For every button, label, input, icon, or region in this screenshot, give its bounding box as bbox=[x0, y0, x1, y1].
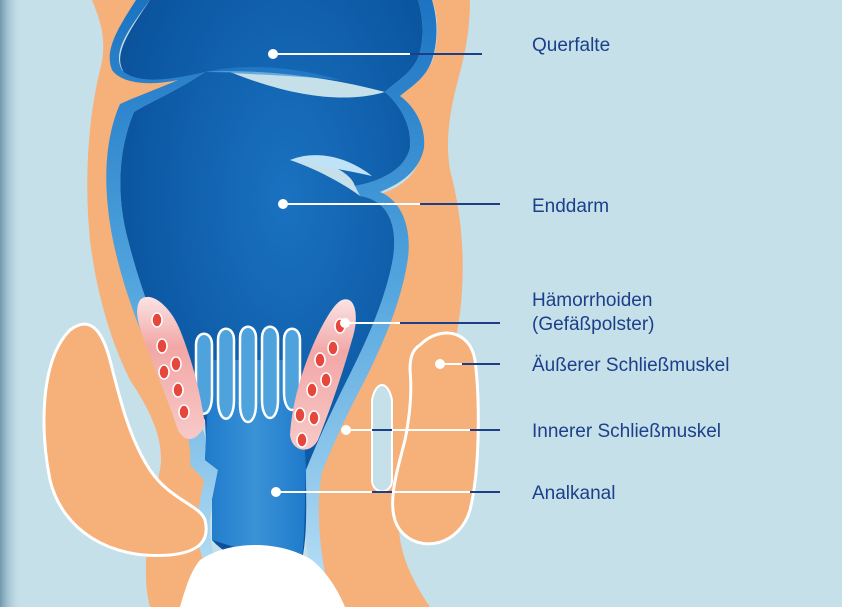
left-edge-shade bbox=[0, 0, 22, 607]
label-aeusserer-schliessmuskel: Äußerer Schließmuskel bbox=[532, 355, 729, 377]
label-haemorrhoiden: Hämorrhoiden bbox=[532, 290, 652, 312]
label-analkanal: Analkanal bbox=[532, 483, 615, 505]
label-gefaesspolster: (Gefäßpolster) bbox=[532, 314, 654, 336]
external-sphincter-right-slot bbox=[372, 385, 392, 491]
label-enddarm: Enddarm bbox=[532, 196, 609, 218]
label-innerer-schliessmuskel: Innerer Schließmuskel bbox=[532, 421, 721, 443]
label-querfalte: Querfalte bbox=[532, 35, 610, 57]
